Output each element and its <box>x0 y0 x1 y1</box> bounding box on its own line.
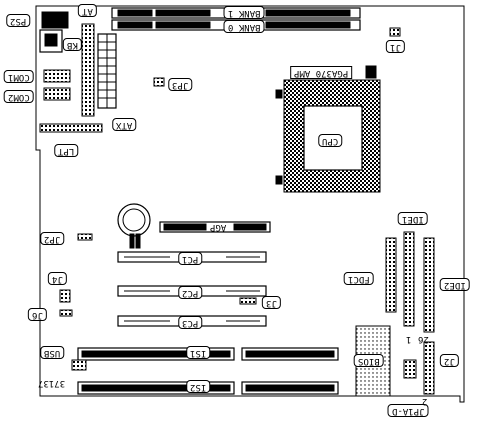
fdc1-connector <box>385 237 397 313</box>
j2-connector <box>423 341 435 395</box>
pin-1-label: 1 <box>406 334 412 344</box>
j6-label: J6 <box>28 308 47 321</box>
jp3-jumper <box>153 77 165 87</box>
pga370-label: PGA370 AMP <box>290 66 353 79</box>
pc1-label: PC1 <box>178 252 203 265</box>
jp2-label: JP2 <box>40 232 65 245</box>
bank0-label: BANK 0 <box>224 20 265 33</box>
j4-jumper <box>59 289 71 303</box>
j3-label: J3 <box>262 296 281 309</box>
jp3-label: JP3 <box>168 78 193 91</box>
ps2-label: PS2 <box>6 14 31 27</box>
ide1-connector <box>403 231 415 327</box>
usb-header <box>71 359 87 371</box>
usb-label: USB <box>40 346 65 359</box>
j2-label: J2 <box>440 354 459 367</box>
board-id-label: 37137 <box>38 378 66 388</box>
fdc1-label: FDC1 <box>344 272 374 285</box>
lpt-header <box>39 123 103 133</box>
com2-header <box>43 87 71 101</box>
j4-label: J4 <box>48 272 67 285</box>
ide2-connector <box>423 237 435 333</box>
bios-label: BIOS <box>354 354 384 367</box>
com2-label: COM2 <box>4 90 34 103</box>
j1-label: J1 <box>386 40 405 53</box>
j6-jumper <box>59 309 73 317</box>
is2-label: IS2 <box>186 380 211 393</box>
agp-slot <box>159 221 271 233</box>
at-power-connector <box>81 23 95 117</box>
j3-jumper <box>239 297 257 305</box>
com1-label: COM1 <box>4 70 34 83</box>
com1-header <box>43 69 71 83</box>
jp2-jumper <box>77 233 93 241</box>
kb-label: KB <box>63 38 82 51</box>
pc3-label: PC3 <box>178 316 203 329</box>
is1-label: IS1 <box>186 346 211 359</box>
agp-label: AGP <box>210 222 227 232</box>
pin-26-label: 26 <box>418 334 429 344</box>
j1-jumper <box>389 27 401 37</box>
cpu-label: CPU <box>318 134 343 147</box>
ide1-label: IDE1 <box>398 212 428 225</box>
ide2-label: IDE2 <box>440 278 470 291</box>
atx-label: ATX <box>112 118 137 131</box>
board-outline <box>35 5 465 403</box>
at-label: AT <box>78 4 97 17</box>
pc2-label: PC2 <box>178 286 203 299</box>
lpt-label: LPT <box>54 144 79 157</box>
pin-2-label: 2 <box>422 396 428 406</box>
bank1-label: BANK 1 <box>224 6 265 19</box>
ps2-connector <box>41 11 69 29</box>
jp1-jumper <box>403 359 417 379</box>
